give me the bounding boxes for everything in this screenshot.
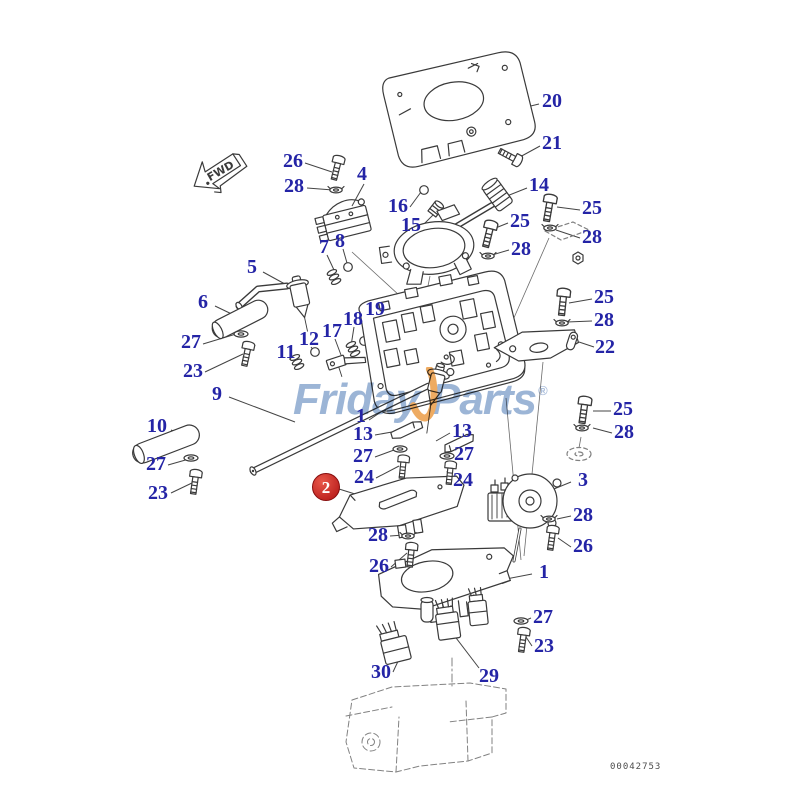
part-1-housing — [358, 270, 526, 415]
part-17-lever — [325, 354, 367, 377]
watermark-word1: Friday — [293, 375, 420, 424]
callout-27: 27 — [146, 453, 166, 475]
part-15-plug — [427, 200, 445, 218]
watermark-word2: Parts — [431, 375, 537, 424]
part-4-switch — [314, 198, 372, 243]
callout-18: 18 — [343, 308, 363, 330]
callout-28: 28 — [284, 175, 304, 197]
part-14-lever-assembly — [378, 177, 513, 285]
callout-17: 17 — [322, 320, 342, 342]
callout-10: 10 — [147, 415, 167, 437]
callout-28: 28 — [573, 504, 593, 526]
callout-16: 16 — [388, 195, 408, 217]
callout-13: 13 — [353, 423, 373, 445]
callout-25: 25 — [510, 210, 530, 232]
watermark-registered-mark: ® — [538, 382, 548, 398]
callout-28: 28 — [368, 524, 388, 546]
callout-21: 21 — [542, 132, 562, 154]
bracket-plate-right — [493, 329, 580, 363]
callout-6: 6 — [198, 291, 208, 313]
nut-plate — [572, 251, 584, 265]
part-13-clip-left — [390, 421, 424, 439]
watermark-swoosh-icon — [409, 367, 438, 422]
callout-15: 15 — [401, 214, 421, 236]
part-10-cylinder — [132, 424, 200, 465]
callout-22: 22 — [595, 336, 615, 358]
callout-26: 26 — [283, 150, 303, 172]
callout-28: 28 — [582, 226, 602, 248]
callout-23: 23 — [148, 482, 168, 504]
part-13-clip-right — [444, 433, 474, 453]
callout-11: 11 — [276, 341, 296, 363]
callout-27: 27 — [353, 445, 373, 467]
callout-26: 26 — [573, 535, 593, 557]
callout-23: 23 — [183, 360, 203, 382]
part-20-cover — [382, 51, 536, 168]
callout-27: 27 — [533, 606, 553, 628]
callout-25: 25 — [613, 398, 633, 420]
doc-code: 00042753 — [610, 762, 662, 772]
callout-1: 1 — [539, 561, 549, 583]
watermark: Friday Parts ® — [293, 367, 548, 425]
callout-25: 25 — [582, 197, 602, 219]
callout-23: 23 — [534, 635, 554, 657]
part-30-connector — [376, 621, 412, 665]
callout-13: 13 — [452, 420, 472, 442]
callout-30: 30 — [371, 661, 391, 683]
callout-3: 3 — [578, 469, 588, 491]
callout-26: 26 — [369, 555, 389, 577]
part-22-pin — [565, 331, 579, 351]
callout-14: 14 — [529, 174, 549, 196]
callout-5: 5 — [247, 256, 257, 278]
phantom-outline — [345, 657, 507, 773]
callout-24: 24 — [453, 469, 473, 491]
callout-12: 12 — [299, 328, 319, 350]
callout-24: 24 — [354, 466, 374, 488]
callout-7: 7 — [319, 236, 329, 258]
callout-27: 27 — [454, 443, 474, 465]
part-29-connector — [434, 587, 489, 641]
mount-plate-dashed — [544, 221, 592, 462]
callout-8: 8 — [335, 230, 345, 252]
part-5-rod — [235, 275, 311, 332]
fwd-arrow: FWD — [193, 153, 248, 194]
callout-29: 29 — [479, 665, 499, 687]
callout-25: 25 — [594, 286, 614, 308]
callout-4: 4 — [357, 163, 367, 185]
callout-9: 9 — [212, 383, 222, 405]
callout-28: 28 — [594, 309, 614, 331]
callout-19: 19 — [365, 298, 385, 320]
callout-2-highlighted: 2 — [312, 473, 340, 501]
callout-28: 28 — [614, 421, 634, 443]
part-6-cylinder — [211, 299, 269, 340]
callout-20: 20 — [542, 90, 562, 112]
callout-28: 28 — [511, 238, 531, 260]
callout-1: 1 — [356, 405, 366, 427]
callout-27: 27 — [181, 331, 201, 353]
